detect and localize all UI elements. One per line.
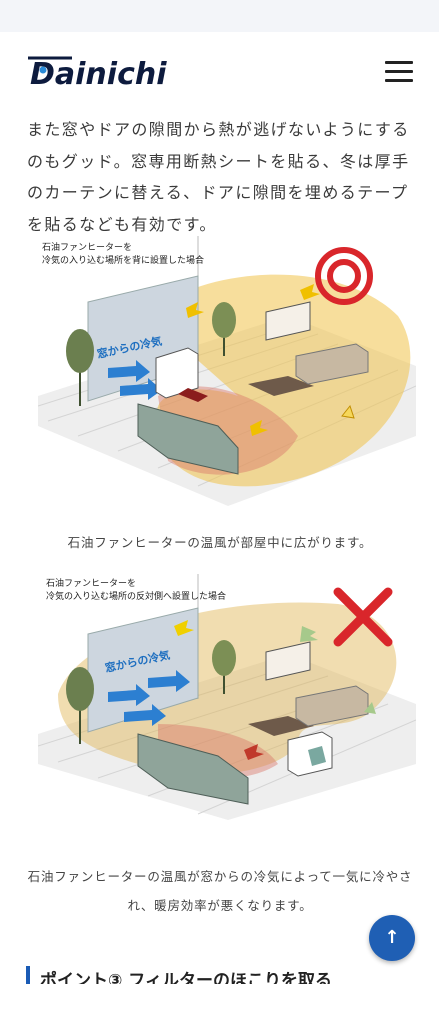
arrow-up-icon: ↑	[384, 927, 400, 948]
figure-caption: 石油ファンヒーターの温風が部屋中に広がります。	[67, 535, 373, 550]
figure-label-line2: 冷気の入り込む場所を背に設置した場合	[42, 254, 204, 266]
intro-paragraph: また窓やドアの隙間から熱が逃げないようにするのもグッド。窓専用断熱シートを貼る、…	[27, 120, 410, 234]
scroll-to-top-button[interactable]: ↑	[369, 915, 415, 961]
figure-label-line2: 冷気の入り込む場所の反対側へ設置した場合	[46, 590, 226, 602]
figure-label-line1: 石油ファンヒーターを	[42, 241, 132, 253]
status-bar	[0, 0, 439, 32]
dainichi-logo[interactable]: Dainichi	[26, 54, 194, 92]
illustration-good-placement: 窓からの冷気 石油ファンヒーターを 冷気の入り込む場所を背に設置した場合	[38, 236, 416, 506]
illustration-bad-placement: 窓からの冷気 石油ファンヒーターを 冷気の入り込む場所の反対側へ設置した場合	[38, 574, 416, 820]
section-heading-text: ポイント③ フィルターのほこりを取る	[40, 971, 332, 984]
brand-text: Dainichi	[30, 57, 167, 90]
section-heading: ポイント③ フィルターのほこりを取る	[26, 964, 426, 984]
cross-bad-icon	[333, 587, 393, 647]
hamburger-menu-button[interactable]	[382, 58, 416, 86]
figure-caption: 石油ファンヒーターの温風が窓からの冷気によって一気に冷やされ、暖房効率が悪くなり…	[27, 869, 413, 913]
site-header: Dainichi	[0, 32, 439, 112]
double-circle-good-icon	[315, 247, 373, 305]
figure-label-line1: 石油ファンヒーターを	[46, 577, 136, 589]
heading-accent-bar	[26, 966, 30, 984]
